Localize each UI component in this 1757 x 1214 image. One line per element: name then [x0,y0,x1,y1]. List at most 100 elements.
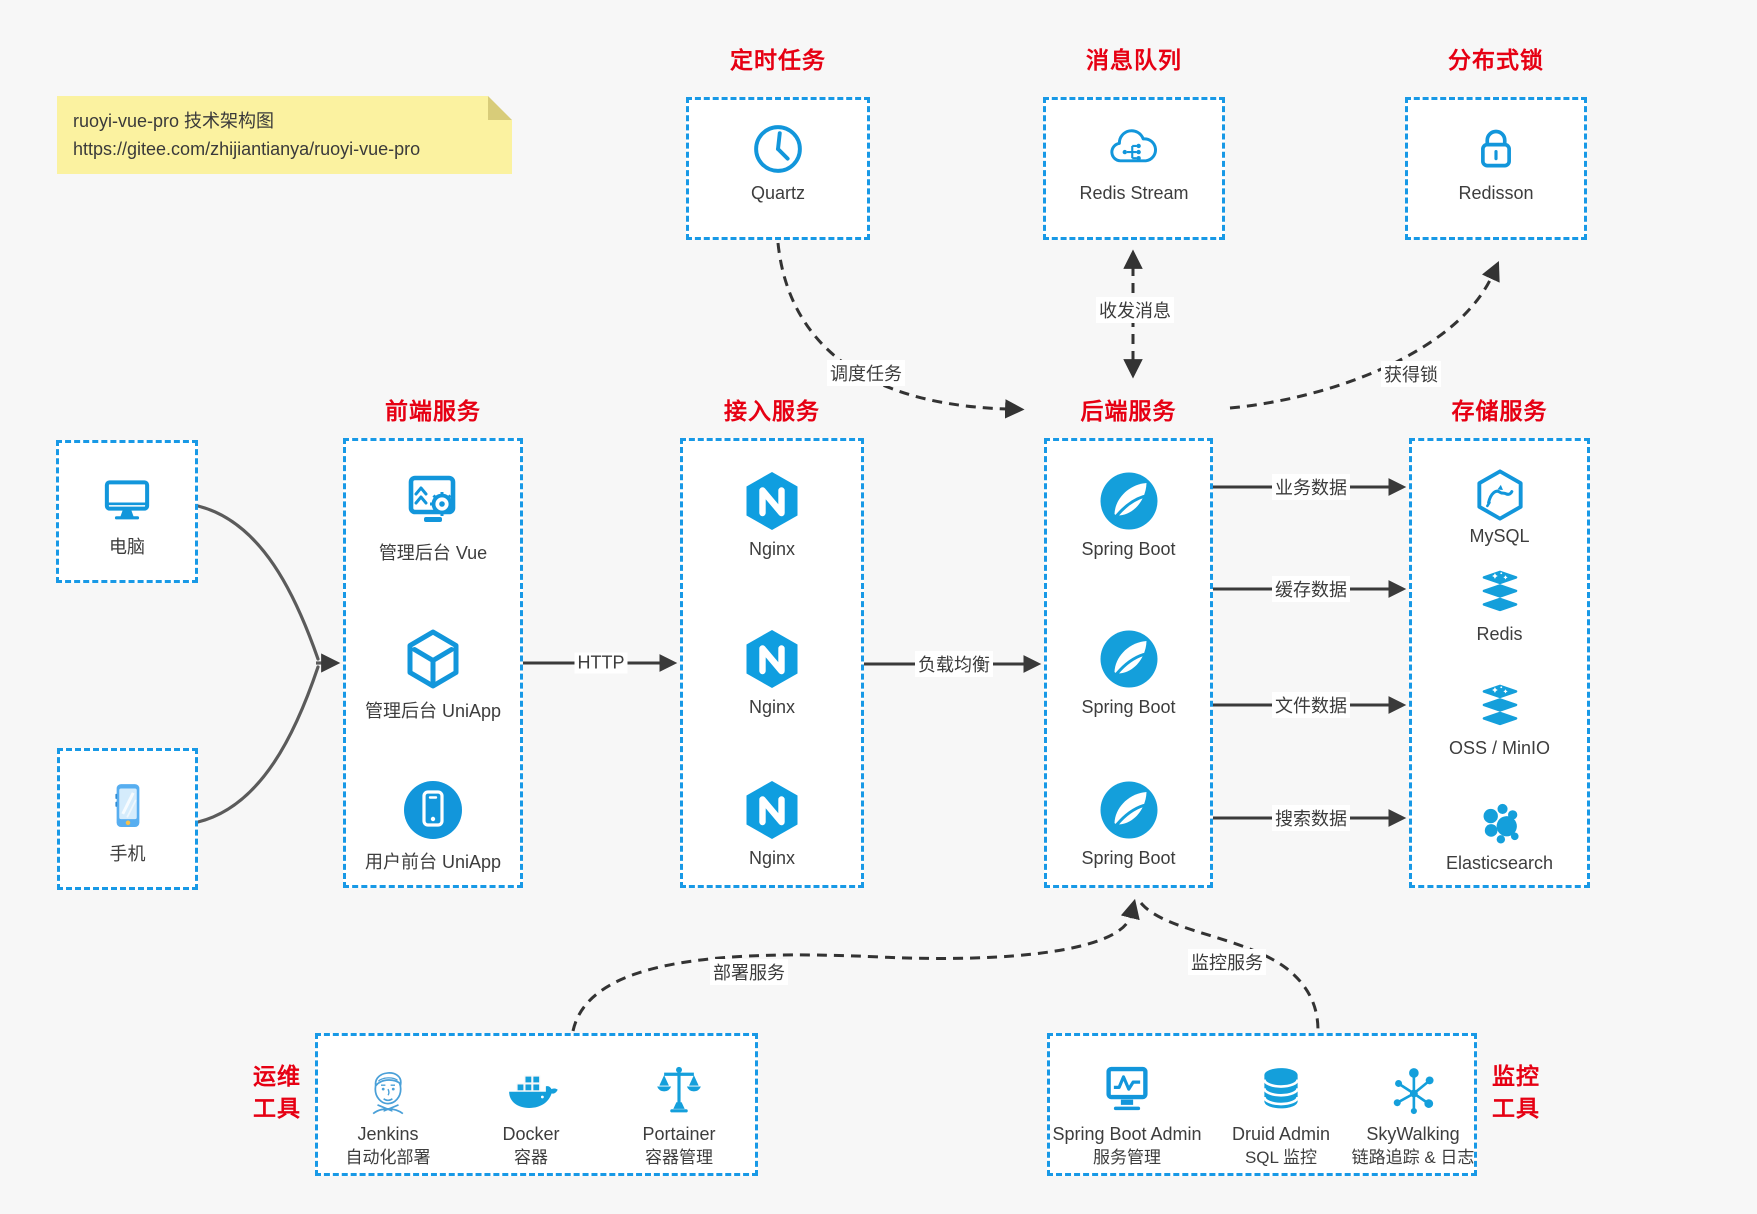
nginx-icon [740,627,804,691]
group-title-message-queue: 消息队列 [1086,47,1182,73]
elasticsearch-icon [1483,803,1519,844]
nginx-icon [740,778,804,842]
ops-tools-box: Jenkins 自动化部署 Docker 容器 Portainer 容器管理 [315,1033,758,1176]
node-label-mysql: MySQL [1469,526,1530,546]
node-label-admin-vue: 管理后台 Vue [378,543,488,563]
node-label-elasticsearch: Elasticsearch [1445,853,1554,873]
node-label-user-uniapp: 用户前台 UniApp [364,852,502,872]
node-quartz: Quartz [689,121,867,204]
lock-icon [1481,129,1511,168]
node-desc-portainer: 容器管理 [645,1148,713,1167]
user-front-icon [402,779,464,841]
node-docker: Docker 容器 [451,1062,611,1170]
mysql-icon [1476,469,1523,521]
node-admin-vue: 管理后台 Vue [346,469,520,565]
spring-boot-icon [1098,780,1159,840]
docker-icon [508,1075,559,1109]
group-title-monitor-tools: 监控 工具 [1483,1060,1549,1124]
cloud-network-icon [1110,129,1157,163]
note-title: ruoyi-vue-pro 技术架构图 [73,111,275,131]
redis-stream-box: Redis Stream [1043,97,1225,240]
node-portainer: Portainer 容器管理 [599,1062,759,1170]
admin-vue-icon [401,469,465,533]
node-label-springboot-1: Spring Boot [1081,539,1176,559]
node-label-nginx-1: Nginx [748,539,796,559]
ops-title-line1: 运维 [253,1063,301,1089]
note-fold-corner [488,96,512,120]
redisson-box: Redisson [1405,97,1587,240]
portainer-icon [655,1065,703,1114]
node-nginx-1: Nginx [683,469,861,560]
group-title-storage: 存储服务 [1451,398,1548,424]
phone-icon [113,782,141,829]
desktop-icon [99,471,155,527]
node-label-redisson: Redisson [1458,183,1534,203]
edge-label-cache-data: 缓存数据 [1272,576,1350,602]
node-label-quartz: Quartz [750,183,806,203]
ops-title-line2: 工具 [253,1095,301,1122]
quartz-box: Quartz [686,97,870,240]
group-title-frontend: 前端服务 [385,398,481,424]
clock-icon [754,125,802,173]
edge-label-get-lock: 获得锁 [1381,361,1441,387]
node-jenkins: Jenkins 自动化部署 [308,1062,468,1170]
edge-label-http: HTTP [574,652,628,674]
edge-label-file-data: 文件数据 [1272,692,1350,718]
edge-label-search-data: 搜索数据 [1272,805,1350,831]
group-title-scheduled-task: 定时任务 [730,47,826,73]
node-springboot-2: Spring Boot [1047,627,1210,718]
group-title-backend: 后端服务 [1080,398,1177,424]
node-label-jenkins: Jenkins [357,1124,419,1144]
edge-label-monitor-service: 监控服务 [1188,949,1266,975]
node-nginx-3: Nginx [683,778,861,869]
group-title-ops-tools: 运维 工具 [244,1060,310,1124]
edge-label-load-balance: 负载均衡 [915,651,993,677]
backend-box: Spring Boot Spring Boot Spring Boot [1044,438,1213,888]
node-label-nginx-3: Nginx [748,848,796,868]
node-redis: Redis [1412,566,1587,645]
spring-boot-icon [1098,629,1159,689]
node-desc-jenkins: 自动化部署 [345,1148,431,1167]
node-elasticsearch: Elasticsearch [1412,795,1587,874]
node-skywalking: SkyWalking 链路追踪 & 日志 [1328,1062,1498,1170]
uniapp-cube-icon [401,627,465,691]
edge-phone-to-frontend [196,665,320,824]
node-label-oss-minio: OSS / MinIO [1448,738,1551,758]
node-redis-stream: Redis Stream [1046,121,1222,204]
node-druid-admin: Druid Admin SQL 监控 [1196,1062,1366,1170]
node-desc-docker: 容器 [514,1148,548,1167]
node-oss-minio: OSS / MinIO [1412,680,1587,759]
node-user-uniapp: 用户前台 UniApp [346,778,520,874]
node-mysql: MySQL [1412,468,1587,547]
node-label-redis: Redis [1476,624,1523,644]
edge-get-lock [1229,260,1500,410]
node-springboot-1: Spring Boot [1047,469,1210,560]
redis-stack-icon [1482,684,1517,726]
storage-box: MySQL Redis OSS / MinIO Elasticsearch [1409,438,1590,888]
database-icon [1263,1066,1299,1110]
spring-boot-icon [1098,471,1159,531]
node-phone: 手机 [60,778,195,866]
node-label-druid-admin: Druid Admin [1231,1124,1331,1144]
monitor-title-line2: 工具 [1492,1095,1540,1122]
group-title-distributed-lock: 分布式锁 [1448,47,1544,73]
access-box: Nginx Nginx Nginx [680,438,864,888]
edge-label-deploy-service: 部署服务 [710,959,788,985]
node-desc-druid-admin: SQL 监控 [1244,1148,1318,1167]
node-label-springboot-2: Spring Boot [1081,697,1176,717]
monitor-tools-box: Spring Boot Admin 服务管理 Druid Admin SQL 监… [1047,1033,1477,1176]
node-label-computer: 电脑 [109,537,145,557]
edge-label-business-data: 业务数据 [1272,474,1350,500]
redis-stack-icon [1482,570,1517,612]
edge-label-schedule-task: 调度任务 [827,360,905,386]
nginx-icon [740,469,804,533]
edge-label-message: 收发消息 [1096,297,1174,323]
node-redisson: Redisson [1408,121,1584,204]
edge-computer-to-frontend [196,504,320,661]
node-label-portainer: Portainer [642,1124,716,1144]
node-springboot-admin: Spring Boot Admin 服务管理 [1042,1062,1212,1170]
node-desc-springboot-admin: 服务管理 [1093,1148,1161,1167]
node-label-redis-stream: Redis Stream [1079,183,1189,203]
node-computer: 电脑 [59,471,195,559]
